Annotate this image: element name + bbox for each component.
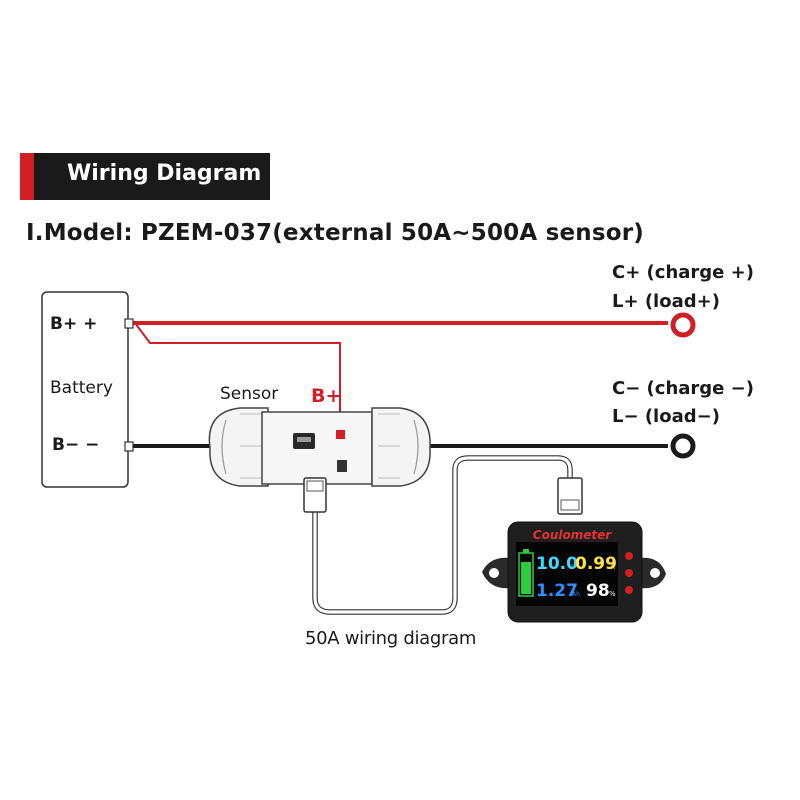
negative-ring-terminal (670, 433, 696, 459)
positive-output-line1: C+ (charge +) (612, 262, 754, 283)
battery-pos-terminal (124, 318, 134, 329)
meter-voltage-unit: V (568, 563, 573, 571)
header-accent-bar (20, 153, 34, 200)
meter-voltage: 10.0 (536, 554, 578, 574)
meter-current: 0.99 (575, 554, 617, 574)
meter-capacity-unit: Ah (572, 591, 580, 598)
sensor-body (208, 407, 431, 487)
meter-current-unit: A (610, 563, 615, 571)
battery-neg-label: B− − (52, 435, 100, 455)
sensor-b-plus-label: B+ (311, 385, 342, 407)
meter-button-3 (625, 586, 633, 594)
diagram-caption: 50A wiring diagram (305, 628, 477, 649)
meter-capacity: 1.27 (536, 581, 578, 601)
meter-percent-unit: % (609, 590, 616, 598)
battery-box (41, 291, 129, 488)
sense-wire (134, 322, 341, 432)
negative-output-line2: L− (load−) (612, 406, 720, 427)
negative-output-line1: C− (charge −) (612, 378, 754, 399)
section-title: Wiring Diagram (67, 161, 262, 186)
battery-label: Battery (50, 378, 113, 398)
meter-button-1 (625, 552, 633, 560)
battery-pos-label: B+ + (50, 314, 98, 334)
section-header-banner: Wiring Diagram (20, 153, 270, 200)
meter-button-2 (625, 569, 633, 577)
meter-brand: Coulometer (533, 528, 612, 542)
meter-percent: 98 (586, 581, 610, 601)
battery-neg-terminal (124, 441, 134, 452)
sensor-label: Sensor (220, 384, 279, 404)
positive-output-line2: L+ (load+) (612, 291, 720, 312)
model-line: Ⅰ.Model: PZEM-037(external 50A~500A sens… (26, 220, 644, 246)
sensor-b-plus-point (336, 430, 345, 439)
coulometer-unit: Coulometer 10.0 V 0.99 A 1.27 Ah 98 % (482, 521, 666, 623)
